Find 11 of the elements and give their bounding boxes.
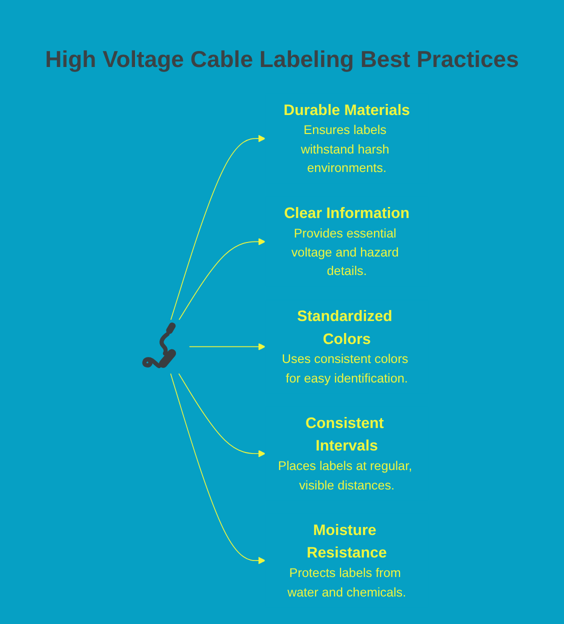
arrow: [170, 134, 266, 320]
node-text: Clear Information Provides essential voltage and hazard details.: [284, 204, 410, 279]
node-text: Consistent Intervals Places labels at regular, visible distances.: [278, 414, 412, 492]
title: High Voltage Cable Labeling Best Practices: [45, 46, 519, 73]
arrow: [188, 343, 266, 350]
node-text: Standardized Colors Uses consistent colors for easy identification.: [282, 308, 408, 386]
arrow: [170, 373, 266, 564]
node-text: Durable Materials Ensures labels withstand harsh environments.: [284, 101, 410, 176]
node-text: Moisture Resistance Protects labels from water and chemicals.: [288, 521, 406, 600]
arrow: [178, 238, 266, 320]
arrow: [178, 373, 266, 458]
